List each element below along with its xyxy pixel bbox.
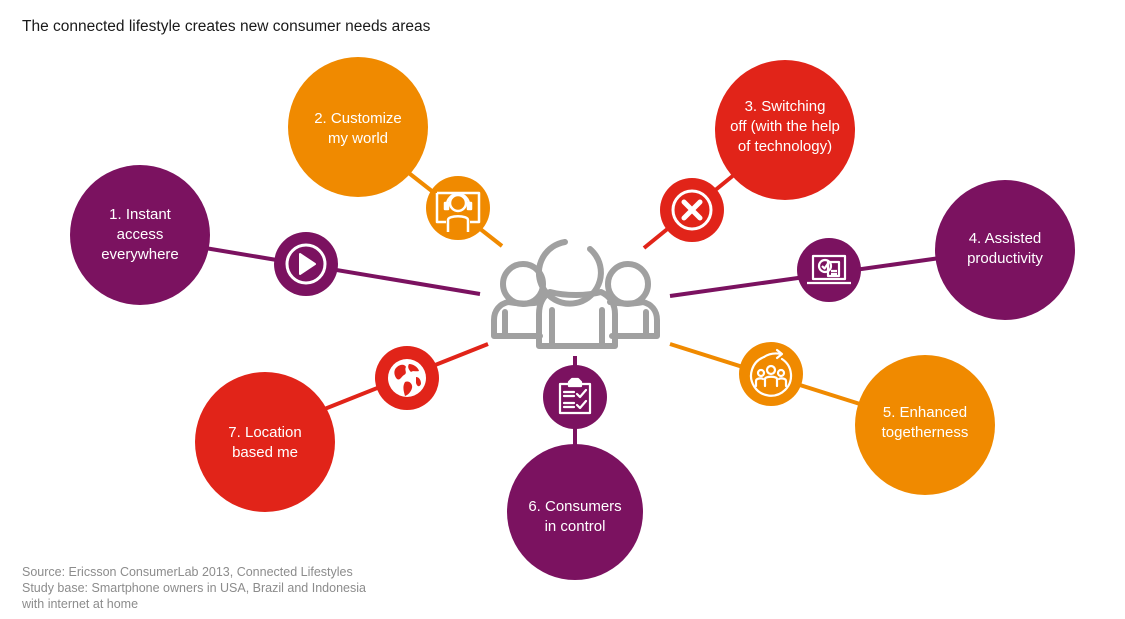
need-label-3-line-3: of technology) — [738, 138, 832, 155]
laptop-document-check-icon — [797, 238, 861, 302]
need-node-7: 7. Location based me — [195, 372, 335, 512]
connector-1 — [204, 246, 481, 296]
need-label-3-line-1: 3. Switching — [745, 98, 826, 115]
group-refresh-icon — [739, 342, 803, 406]
close-x-icon — [660, 178, 724, 242]
people-group-icon — [491, 239, 660, 349]
need-label-2-line-1: 2. Customize — [314, 110, 402, 127]
need-label-1-line-2: access — [117, 226, 164, 243]
need-label-1-line-3: everywhere — [101, 246, 179, 263]
need-node-1: 1. Instant access everywhere — [70, 165, 210, 305]
source-line-3: with internet at home — [22, 597, 139, 611]
need-label-4-line-2: productivity — [967, 250, 1043, 267]
need-label-5-line-2: togetherness — [882, 424, 969, 441]
need-label-3-line-2: off (with the help — [730, 118, 840, 135]
need-node-3: 3. Switching off (with the help of techn… — [715, 60, 855, 200]
need-node-6: 6. Consumers in control — [507, 444, 643, 580]
clipboard-checklist-icon — [543, 365, 607, 429]
globe-icon — [375, 346, 439, 410]
play-icon — [274, 232, 338, 296]
source-line-1: Source: Ericsson ConsumerLab 2013, Conne… — [22, 565, 353, 579]
need-label-4-line-1: 4. Assisted — [969, 230, 1042, 247]
source-line-2: Study base: Smartphone owners in USA, Br… — [22, 581, 366, 595]
need-label-2-line-2: my world — [328, 130, 388, 147]
need-node-2: 2. Customize my world — [288, 57, 428, 197]
source-note: Source: Ericsson ConsumerLab 2013, Conne… — [22, 564, 366, 612]
need-label-6-line-2: in control — [545, 518, 606, 535]
need-label-7-line-1: 7. Location — [228, 424, 301, 441]
need-node-4: 4. Assisted productivity — [935, 180, 1075, 320]
need-node-5: 5. Enhanced togetherness — [855, 355, 995, 495]
need-label-5-line-1: 5. Enhanced — [883, 404, 967, 421]
need-label-6-line-1: 6. Consumers — [528, 498, 621, 515]
need-label-1-line-1: 1. Instant — [109, 206, 172, 223]
headset-person-icon — [426, 176, 490, 240]
need-label-7-line-2: based me — [232, 444, 298, 461]
diagram-title: The connected lifestyle creates new cons… — [22, 18, 431, 35]
